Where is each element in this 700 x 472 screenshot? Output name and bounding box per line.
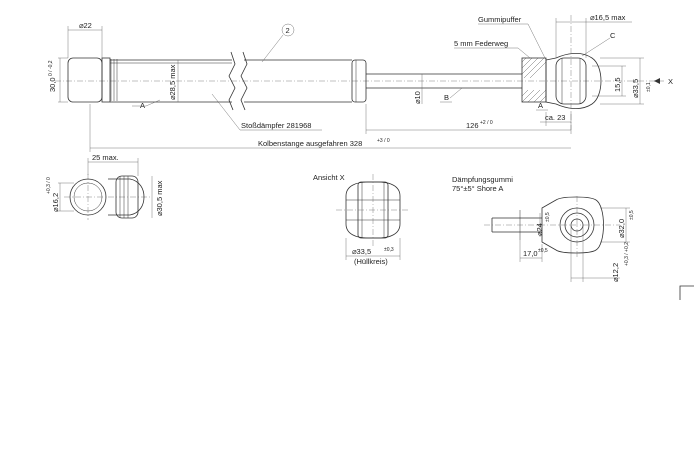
- dim-dia-12-2: ⌀12,2: [611, 263, 620, 282]
- dim-25-max: 25 max.: [92, 153, 119, 162]
- housing-end-cap: [67, 57, 103, 103]
- dim-17: 17,0: [523, 249, 538, 258]
- tol-17: ±0,5: [538, 248, 548, 254]
- dim-dia-22: ⌀22: [79, 21, 92, 30]
- dim-dia-10: ⌀10: [413, 91, 422, 104]
- section-label-a-right: A: [538, 101, 543, 110]
- view-x-label: X: [668, 77, 673, 86]
- dim-dia-16-5: ⌀16,5 max: [590, 13, 626, 22]
- dim-dia-33-5-main: ⌀33,5: [631, 79, 640, 98]
- frame-corner-mark: [679, 285, 694, 300]
- balloon-2-leader: [261, 34, 284, 63]
- tol-32: ±0,5: [629, 210, 635, 220]
- gummipuffer-leader: [527, 23, 547, 61]
- view-x-outline: [345, 181, 401, 239]
- label-c-leader: [581, 37, 611, 57]
- part-name-label: Stoßdämpfer 281968: [241, 121, 311, 130]
- dim-30-0: 30,0: [48, 77, 57, 92]
- break-mark-1: [228, 51, 236, 111]
- dim-15-5: 15,5: [613, 77, 622, 92]
- view-x-title: Ansicht X: [313, 173, 345, 182]
- balloon-2: [281, 23, 295, 37]
- view-x: Ansicht X ⌀33,5 ±0,3 (Hüllkreis): [313, 173, 410, 266]
- section-label-c: C: [610, 31, 616, 40]
- federweg-leader: [517, 47, 531, 59]
- tol-16-2: +0,3 / 0: [46, 177, 52, 194]
- tol-126: +2 / 0: [480, 120, 493, 126]
- huellkreis-label: (Hüllkreis): [354, 257, 388, 266]
- section-label-a-left: A: [140, 101, 145, 110]
- tol-24: ±0,5: [545, 212, 551, 222]
- damping-rubber-detail: Dämpfungsgummi 75°±5° Shore A ⌀24 ±0,5 ⌀…: [452, 175, 635, 282]
- dim-dia-16-2: ⌀16,2: [51, 193, 60, 212]
- gummipuffer-label: Gummipuffer: [478, 15, 522, 24]
- tol-12-2: +0,3 / +0,2: [624, 242, 630, 266]
- break-mark-2: [240, 51, 248, 111]
- view-x-arrow: [654, 78, 660, 84]
- damping-body: [541, 196, 604, 254]
- main-side-view: [55, 15, 660, 130]
- dim-dia-33-5-viewx: ⌀33,5: [352, 247, 371, 256]
- housing-collar: [101, 57, 111, 103]
- tol-33-5-viewx: ±0,3: [384, 247, 394, 253]
- end-view-collar: [108, 178, 145, 216]
- tol-30-0: 0 / -0,2: [48, 60, 54, 76]
- dim-126: 126: [466, 121, 479, 130]
- dim-dia-24: ⌀24: [535, 223, 544, 236]
- federweg-label: 5 mm Federweg: [454, 39, 508, 48]
- dim-dia-28-5: ⌀28,5 max: [168, 64, 177, 100]
- damping-title: Dämpfungsgummi: [452, 175, 513, 184]
- balloon-2-label: 2: [286, 26, 290, 35]
- main-dimensions: ⌀22 30,0 0 / -0,2 ⌀28,5 max 2 A ⌀10 B St…: [48, 13, 673, 152]
- dim-ca-23: ca. 23: [545, 113, 565, 122]
- end-view-ring: [115, 175, 139, 219]
- tol-33-5-main: ±0,1: [646, 82, 652, 92]
- dim-dia-30-5: ⌀30,5 max: [155, 180, 164, 216]
- kolbenstange-label: Kolbenstange ausgefahren 328: [258, 139, 362, 148]
- damping-shore: 75°±5° Shore A: [452, 184, 503, 193]
- end-view: 25 max. ⌀16,2 +0,3 / 0 ⌀30,5 max: [46, 153, 164, 220]
- rod-eye: [545, 53, 602, 109]
- part-name-leader: [211, 93, 241, 131]
- tol-328: +3 / 0: [377, 138, 390, 144]
- section-label-b: B: [444, 93, 449, 102]
- dim-dia-32: ⌀32,0: [617, 219, 626, 238]
- cylinder-end-seal: [351, 59, 367, 103]
